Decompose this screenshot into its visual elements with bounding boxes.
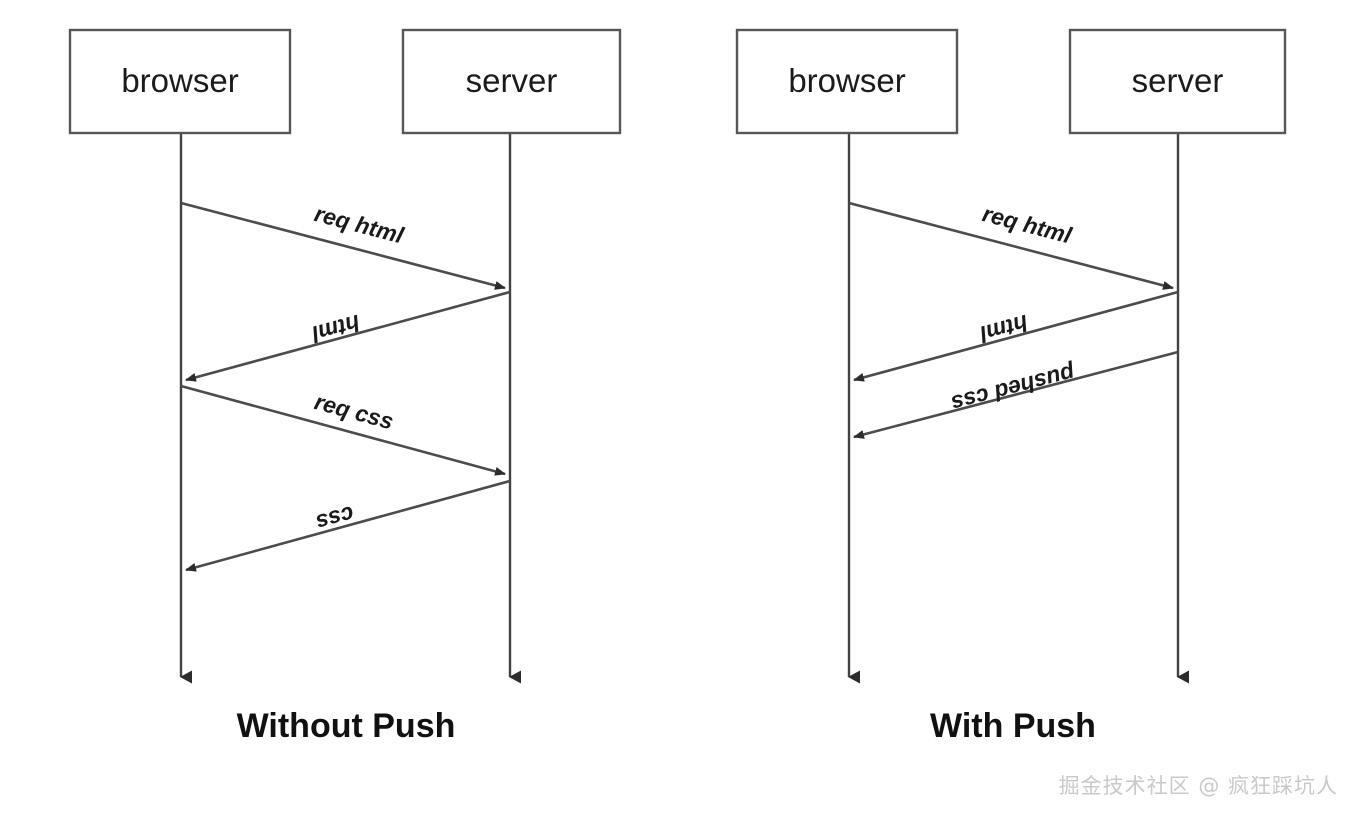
participant-label-browser: browser xyxy=(788,62,905,99)
diagram-caption-without-push: Without Push xyxy=(237,707,456,745)
participant-box-browser xyxy=(68,28,292,135)
participant-box-browser xyxy=(735,28,959,135)
message-arrow xyxy=(853,290,1179,382)
message-req-css-without-push: req css xyxy=(180,384,506,476)
participant-box-server xyxy=(1068,28,1287,135)
message-arrow xyxy=(180,201,506,290)
message-label: html xyxy=(309,310,363,348)
participant-label-server: server xyxy=(1132,62,1224,99)
participant-label-server: server xyxy=(466,62,558,99)
participant-label-browser: browser xyxy=(121,62,238,99)
message-pushed-css-with-push: pushed css xyxy=(853,350,1179,439)
participant-browser-with-push: browser xyxy=(735,28,959,684)
participant-server-without-push: server xyxy=(401,28,622,684)
message-html-with-push: html xyxy=(853,290,1179,382)
watermark: 掘金技术社区 @ 疯狂踩坑人 xyxy=(1059,774,1338,798)
message-arrow xyxy=(180,384,506,476)
message-label: html xyxy=(977,310,1031,348)
participant-browser-without-push: browser xyxy=(68,28,292,684)
message-arrow xyxy=(853,350,1179,439)
message-label: pushed css xyxy=(949,360,1079,418)
message-label: req css xyxy=(312,388,397,434)
message-arrow xyxy=(185,290,511,382)
participant-server-with-push: server xyxy=(1068,28,1287,684)
message-label: css xyxy=(313,501,357,536)
diagram-caption-with-push: With Push xyxy=(930,707,1096,745)
message-req-html-without-push: req html xyxy=(180,200,506,290)
message-arrow xyxy=(848,201,1174,290)
sequence-diagram-with-push: browser server req html html pushed cssWith … xyxy=(735,28,1287,745)
sequence-diagram-without-push: browser server req html html req css cssWitho… xyxy=(68,28,622,745)
message-req-html-with-push: req html xyxy=(848,200,1174,290)
message-html-without-push: html xyxy=(185,290,511,382)
message-arrow xyxy=(185,479,511,572)
participant-box-server xyxy=(401,28,622,135)
message-css-without-push: css xyxy=(185,479,511,572)
